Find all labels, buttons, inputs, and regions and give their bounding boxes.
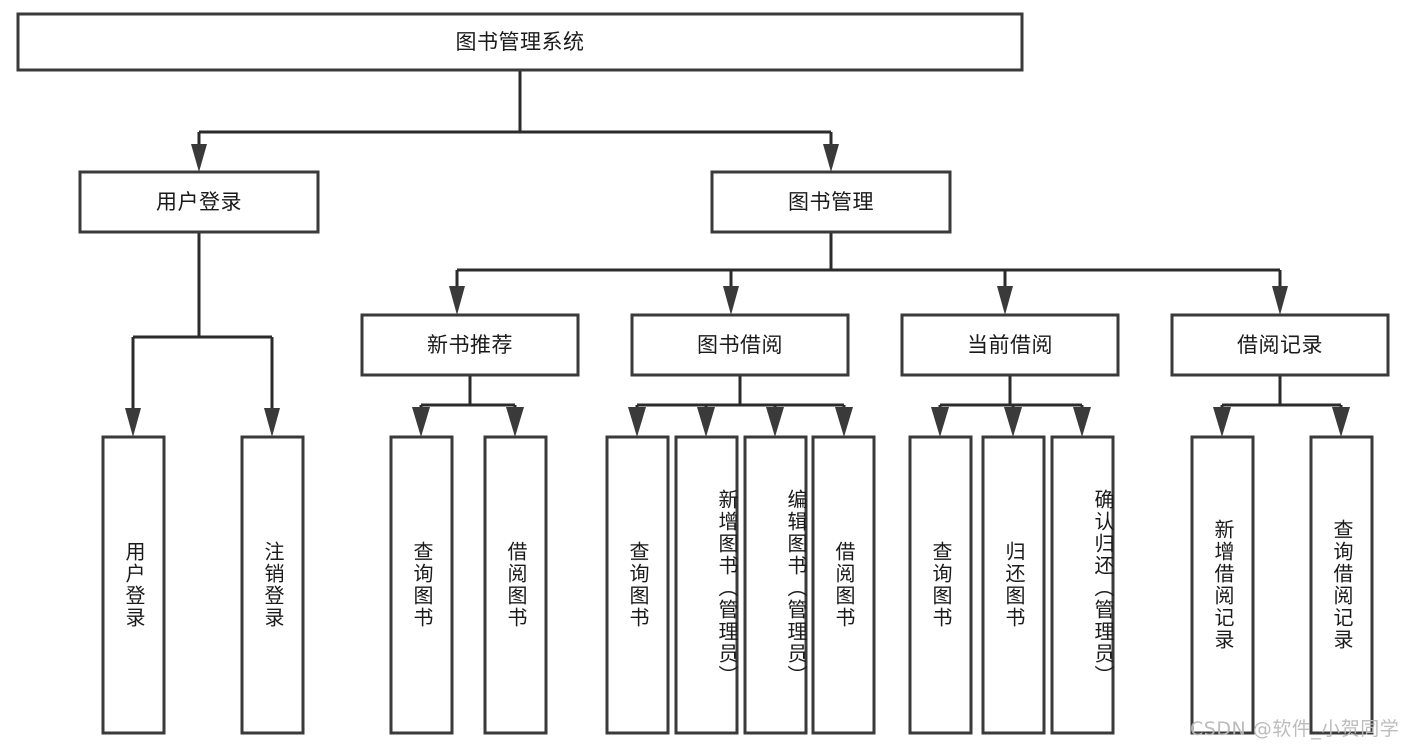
- arrow-head-user-login: [191, 144, 207, 172]
- node-box-leaf-query-book-3[interactable]: [908, 435, 973, 735]
- node-box-leaf-query-record[interactable]: [1309, 435, 1374, 735]
- node-box-leaf-logout[interactable]: [240, 435, 305, 735]
- arrow-head-query-record: [1332, 407, 1350, 437]
- connector-root-to-level1: [191, 70, 839, 172]
- arrow-head-new-book-rec: [449, 286, 465, 315]
- node-box-leaf-user-login[interactable]: [101, 435, 166, 735]
- connector-book-borrow-to-leaves: [628, 375, 853, 437]
- arrow-head-borrow-book-1: [506, 407, 524, 437]
- node-box-user-login[interactable]: [78, 170, 320, 234]
- node-box-leaf-confirm-return[interactable]: [1050, 435, 1115, 735]
- arrow-head-query-book-1: [412, 407, 430, 437]
- node-box-leaf-borrow-book-2[interactable]: [811, 435, 876, 735]
- arrow-head-query-book-2: [628, 407, 646, 437]
- connector-book-manage-to-level2: [449, 232, 1288, 315]
- node-box-leaf-add-record[interactable]: [1190, 435, 1255, 735]
- arrow-head-add-record: [1213, 407, 1231, 437]
- node-box-book-manage[interactable]: [710, 170, 952, 234]
- arrow-head-current-borrow: [997, 286, 1013, 315]
- connector-user-login-to-leaves: [125, 232, 280, 437]
- node-box-borrow-record[interactable]: [1170, 313, 1390, 377]
- arrow-head-edit-book: [766, 407, 784, 437]
- arrow-head-borrow-record: [1272, 286, 1288, 315]
- node-box-leaf-query-book-2[interactable]: [605, 435, 670, 735]
- node-box-leaf-add-book[interactable]: [674, 435, 739, 735]
- arrow-head-book-borrow: [723, 286, 739, 315]
- arrow-head-add-book: [697, 407, 715, 437]
- node-box-leaf-return-book[interactable]: [981, 435, 1046, 735]
- node-box-new-book-rec[interactable]: [360, 313, 580, 377]
- node-box-root[interactable]: [16, 12, 1024, 72]
- arrow-head-borrow-book-2: [835, 407, 853, 437]
- node-box-leaf-query-book-1[interactable]: [389, 435, 454, 735]
- connector-new-book-rec-to-leaves: [412, 375, 524, 437]
- arrow-head-return-book: [1004, 407, 1022, 437]
- connector-borrow-record-to-leaves: [1213, 375, 1350, 437]
- node-box-leaf-borrow-book-1[interactable]: [483, 435, 548, 735]
- arrow-head-book-manage: [823, 144, 839, 172]
- arrow-head-leaf-user-login: [125, 408, 141, 437]
- arrow-head-query-book-3: [931, 407, 949, 437]
- node-box-book-borrow[interactable]: [630, 313, 850, 377]
- arrow-head-leaf-logout: [264, 408, 280, 437]
- connector-current-borrow-to-leaves: [931, 375, 1091, 437]
- node-box-leaf-edit-book[interactable]: [743, 435, 808, 735]
- arrow-head-confirm-return: [1073, 407, 1091, 437]
- csdn-watermark: CSDN @软件_小贺同学: [1190, 718, 1400, 740]
- node-box-current-borrow[interactable]: [900, 313, 1120, 377]
